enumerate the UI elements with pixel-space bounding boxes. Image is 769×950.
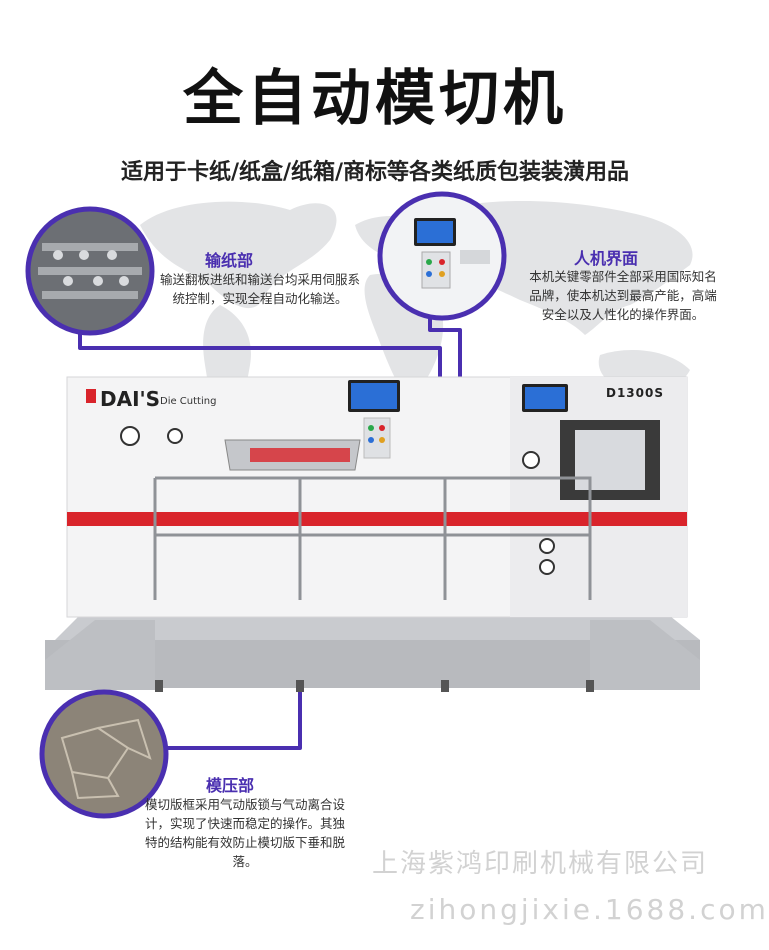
watermark-site: zihongjixie.1688.com — [410, 893, 769, 926]
machine-control-panel — [363, 417, 391, 459]
machine-brand-subtitle: Die Cutting — [160, 396, 217, 407]
right-dial — [522, 451, 540, 469]
brand-logo-icon — [86, 389, 96, 403]
die-section-description: 模切版框采用气动版锁与气动离合设计，实现了快速而稳定的操作。其独特的结构能有效防… — [144, 797, 345, 869]
page-subtitle: 适用于卡纸/纸盒/纸箱/商标等各类纸质包装装潢用品 — [120, 160, 630, 185]
feeding-section-description: 输送翻板进纸和输送台均采用伺服系统控制，实现全程自动化输送。 — [160, 272, 361, 306]
feeding-connector — [78, 328, 442, 392]
die-section-title: 模压部 — [206, 776, 255, 795]
machine-model: D1300S — [606, 386, 665, 400]
page-title: 全自动模切机 — [183, 64, 567, 134]
left-dial — [120, 426, 140, 446]
hmi-section-title: 人机界面 — [574, 249, 639, 268]
feeding-detail-image — [25, 206, 155, 336]
left-stairs — [45, 620, 155, 690]
left-knob — [167, 428, 183, 444]
machine-brand: DAI'S — [100, 387, 161, 411]
lower-knob-1 — [539, 538, 555, 554]
watermark-company: 上海紫鸿印刷机械有限公司 — [372, 849, 709, 879]
hmi-section-description: 本机关键零部件全部采用国际知名品牌，使本机达到最高产能，高端安全以及人性化的操作… — [529, 269, 717, 322]
red-stripe — [67, 512, 687, 526]
right-stairs — [590, 620, 700, 690]
lower-knob-2 — [539, 559, 555, 575]
die-detail-image — [39, 689, 169, 819]
feeding-section-title: 输纸部 — [205, 251, 254, 270]
guard-rail — [153, 476, 592, 600]
hmi-detail-image — [377, 191, 507, 321]
die-cutting-machine — [45, 376, 700, 692]
